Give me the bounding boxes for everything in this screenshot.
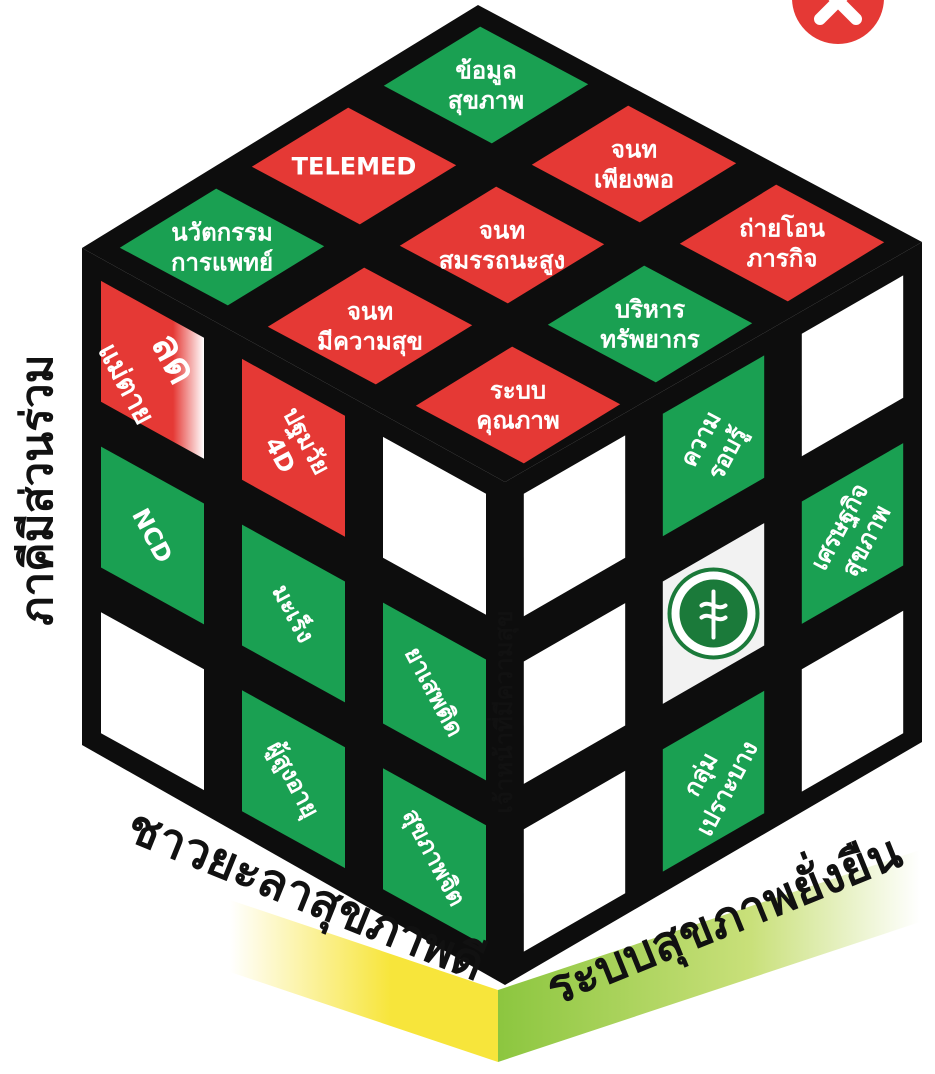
top-tile-5-line-2: สมรรถนะสูง [439,246,565,275]
close-icon [790,0,886,48]
top-tile-8-line-2: ทรัพยากร [600,325,700,353]
top-tile-1-label: ข้อมูลสุขภาพ [448,56,524,116]
top-tile-5-line-1: จนท [479,216,525,244]
top-tile-7-line-2: มีความสุข [317,327,423,357]
left-vertical-label: ภาคีมีส่วนร่วม [12,354,63,625]
close-button[interactable]: close [790,0,886,48]
top-tile-1-line-2: สุขภาพ [448,86,524,116]
top-tile-9-line-2: คุณภาพ [476,406,559,436]
top-tile-8-line-1: บริหาร [615,295,685,323]
ministry-emblem-icon [670,570,758,658]
top-tile-6-line-2: ภารกิจ [747,244,818,272]
top-tile-3-line-2: เพียงพอ [594,165,674,193]
top-tile-4-line-1: นวัตกรรม [171,218,273,246]
top-tile-7-line-1: จนท [347,297,393,325]
top-tile-1-line-1: ข้อมูล [455,56,516,85]
top-tile-2-line-1: TELEMED [292,152,417,180]
top-tile-2-label: TELEMED [292,152,417,180]
top-tile-6-line-1: ถ่ายโอน [739,213,825,242]
top-tile-4-line-2: การแพทย์ [171,248,273,276]
top-tile-9-line-1: ระบบ [490,376,546,404]
center-vertical-label: เจ้าหน้าที่มีความสุข [486,611,520,814]
top-tile-3-line-1: จนท [611,135,657,163]
